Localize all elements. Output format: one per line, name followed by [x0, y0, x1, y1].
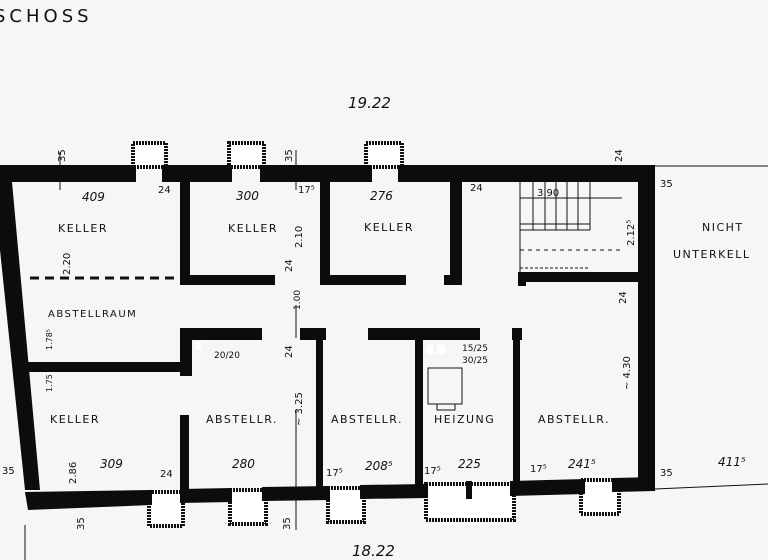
dim: 1.75 [45, 374, 54, 392]
room-abstellr-1: ABSTELLR. [206, 413, 278, 426]
dim: 24 [158, 185, 171, 196]
label-unterkellert: UNTERKELL [673, 248, 751, 261]
dim: 24 [614, 149, 625, 162]
dim: 17⁵ [530, 464, 547, 475]
dim: ~ 3.25 [294, 392, 305, 426]
dim: 241⁵ [568, 457, 596, 471]
room-abstellr-3: ABSTELLR. [538, 413, 610, 426]
dim: 17⁵ [298, 185, 315, 196]
room-keller-1: KELLER [58, 222, 108, 235]
plan-title: SCHOSS [0, 6, 93, 27]
walls [0, 165, 655, 510]
dim: 309 [100, 457, 123, 471]
dim: 35 [282, 517, 293, 530]
dim: 35 [284, 149, 295, 162]
dim: 24 [470, 183, 483, 194]
dim: 24 [284, 345, 295, 358]
room-heizung: HEIZUNG [434, 413, 495, 426]
dim-bottom-total: 18.22 [352, 542, 395, 560]
dim: 208⁵ [365, 459, 393, 473]
dim: 35 [2, 466, 15, 477]
dim: 3.90 [537, 188, 559, 199]
dim: 225 [458, 457, 481, 471]
dim: 280 [232, 457, 255, 471]
dimensions: 19.22 18.22 35 35 24 35 409 24 2.20 300 … [2, 94, 746, 560]
dim: 411⁵ [718, 455, 746, 469]
dim: 300 [236, 189, 259, 203]
room-abstellr-2: ABSTELLR. [331, 413, 403, 426]
dim: 24 [160, 469, 173, 480]
chimney-size: 15/25 [462, 344, 488, 354]
room-keller-3: KELLER [364, 221, 414, 234]
dim: 35 [57, 149, 68, 162]
dim: 35 [660, 179, 673, 190]
dim: 35 [660, 468, 673, 479]
dim: 276 [370, 189, 393, 203]
dim: 35 [76, 517, 87, 530]
chimney-size: 30/25 [462, 356, 488, 366]
dim: 2.12⁵ [626, 220, 637, 246]
label-nicht: NICHT [702, 221, 744, 234]
room-keller-2: KELLER [228, 222, 278, 235]
dim: 2.10 [294, 226, 305, 248]
room-labels: KELLER KELLER KELLER ABSTELLRAUM KELLER … [48, 221, 751, 426]
room-keller-4: KELLER [50, 413, 100, 426]
dim: 1.78⁵ [45, 329, 54, 350]
dim: 2.20 [62, 253, 73, 275]
dim: 24 [618, 291, 629, 304]
dim: 17⁵ [424, 466, 441, 477]
dim-top-total: 19.22 [348, 94, 391, 112]
room-abstellraum: ABSTELLRAUM [48, 309, 137, 320]
chimney-size: 20/20 [214, 351, 240, 361]
dim: 1.00 [293, 290, 303, 310]
dim: ~ 4.30 [622, 356, 633, 390]
dim: 17⁵ [326, 468, 343, 479]
dim: 2.86 [68, 462, 79, 484]
dim: 409 [82, 190, 105, 204]
staircase [519, 182, 622, 272]
dim: 24 [284, 259, 295, 272]
outline-bottom [654, 483, 768, 490]
boiler [427, 367, 463, 405]
